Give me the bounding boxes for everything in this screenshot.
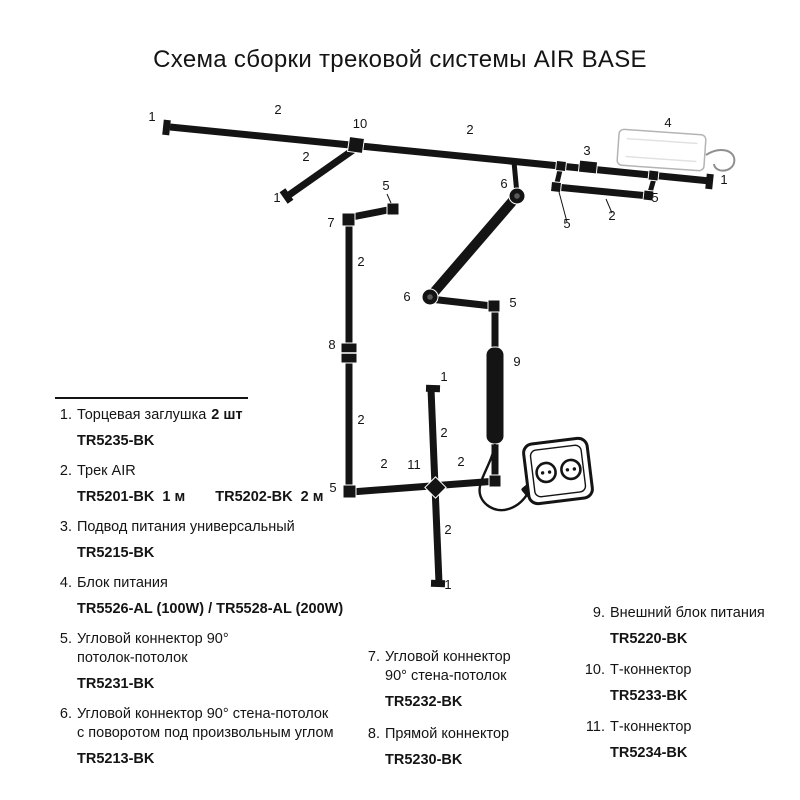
page-title: Схема сборки трековой системы AIR BASE xyxy=(153,46,647,73)
legend-item-5: 5. Угловой коннектор 90° потолок-потолок… xyxy=(55,630,375,694)
cross-connector-icon xyxy=(424,476,447,499)
callout-6: 6 xyxy=(403,289,410,304)
straight-connector-icon xyxy=(340,342,358,364)
power-feed-icon xyxy=(577,159,599,175)
item-name: Трек AIR xyxy=(77,463,136,479)
callout-2: 2 xyxy=(274,102,281,117)
item-number: 9. xyxy=(592,605,605,621)
item-number: 4. xyxy=(59,575,72,591)
item-number: 8. xyxy=(367,726,380,742)
legend-column-left: 1. Торцевая заглушка 2 шт TR5235-BK 2. Т… xyxy=(55,406,375,780)
item-number: 5. xyxy=(59,631,72,647)
diagonal-branch-track xyxy=(286,145,359,198)
wall-outlet xyxy=(522,436,594,506)
item-name: Блок питания xyxy=(77,575,168,591)
item-name: Угловой коннектор 90° потолок-потолок xyxy=(77,631,229,666)
item-number: 3. xyxy=(59,519,72,535)
legend-item-4: 4. Блок питания TR5526-AL (100W) / TR552… xyxy=(55,574,375,619)
item-code: TR5213-BK xyxy=(77,751,155,767)
callout-5: 5 xyxy=(329,480,336,495)
item-name: Торцевая заглушка xyxy=(77,407,207,423)
item-code-2m: TR5202-BK 2 м xyxy=(215,489,324,505)
legend-item-7: 7. Угловой коннектор 90° стена-потолок T… xyxy=(363,648,578,712)
item-number: 2. xyxy=(59,463,72,479)
legend-column-right: 9. Внешний блок питания TR5220-BK 10. Т-… xyxy=(583,604,788,775)
callout-1: 1 xyxy=(273,190,280,205)
item-number: 1. xyxy=(59,407,72,423)
swivel-joint-icons xyxy=(421,187,526,306)
callout-2: 2 xyxy=(466,122,473,137)
item-code-1m: TR5201-BK 1 м xyxy=(77,489,186,505)
item-code: TR5220-BK xyxy=(610,631,688,647)
item-code: TR5234-BK xyxy=(610,745,688,761)
callout-4: 4 xyxy=(664,115,671,130)
driver-box xyxy=(616,128,707,172)
item-name: Т-коннектор xyxy=(610,719,692,735)
item-name: Прямой коннектор xyxy=(385,726,510,742)
item-code: TR5230-BK xyxy=(385,752,463,768)
legend-item-3: 3. Подвод питания универсальный TR5215-B… xyxy=(55,518,375,563)
ceiling-track xyxy=(169,123,711,185)
callout-9: 9 xyxy=(513,354,520,369)
item-name: Угловой коннектор 90° стена-потолок xyxy=(385,649,511,684)
item-name: Т-коннектор xyxy=(610,662,692,678)
callout-6: 6 xyxy=(500,176,507,191)
callout-1: 1 xyxy=(444,577,451,592)
end-cap-icons xyxy=(162,119,714,588)
leader-lines xyxy=(386,191,613,223)
legend-item-1: 1. Торцевая заглушка 2 шт TR5235-BK xyxy=(55,406,375,451)
callout-1: 1 xyxy=(148,109,155,124)
legend-item-11: 11. Т-коннектор TR5234-BK xyxy=(583,718,788,763)
callout-2: 2 xyxy=(380,456,387,471)
callout-8: 8 xyxy=(328,337,335,352)
callout-11: 11 xyxy=(407,457,421,472)
driver-cord xyxy=(705,148,736,172)
item-name: Подвод питания универсальный xyxy=(77,519,295,535)
item-number: 11. xyxy=(585,719,605,735)
item-code: TR5235-BK xyxy=(77,433,155,449)
item-name: Угловой коннектор 90° стена-потолок с по… xyxy=(77,706,334,741)
legend-item-9: 9. Внешний блок питания TR5220-BK xyxy=(583,604,788,649)
legend-item-6: 6. Угловой коннектор 90° стена-потолок с… xyxy=(55,705,375,769)
callout-3: 3 xyxy=(583,143,590,158)
callout-10: 10 xyxy=(353,116,367,131)
callout-5: 5 xyxy=(651,190,658,205)
item-code: TR5201-BK 1 м TR5202-BK 2 м xyxy=(77,488,375,507)
item-code: TR5233-BK xyxy=(610,688,688,704)
item-number: 6. xyxy=(59,706,72,722)
callout-2: 2 xyxy=(608,208,615,223)
callout-5: 5 xyxy=(509,295,516,310)
callout-2: 2 xyxy=(457,454,464,469)
callout-2: 2 xyxy=(444,522,451,537)
item-code: TR5232-BK xyxy=(385,694,463,710)
callout-1: 1 xyxy=(720,172,727,187)
item-number: 7. xyxy=(367,649,380,665)
callout-2: 2 xyxy=(440,425,447,440)
item-number: 10. xyxy=(584,662,605,678)
callout-7: 7 xyxy=(327,215,334,230)
power-cord xyxy=(478,443,530,512)
callout-5: 5 xyxy=(382,178,389,193)
callout-5: 5 xyxy=(563,216,570,231)
callout-2: 2 xyxy=(357,412,364,427)
item-qty: 2 шт xyxy=(211,407,243,423)
item-code: TR5526-AL (100W) / TR5528-AL (200W) xyxy=(77,601,344,617)
item-code: TR5231-BK xyxy=(77,676,155,692)
external-driver-box xyxy=(485,346,505,445)
legend-item-10: 10. Т-коннектор TR5233-BK xyxy=(583,661,788,706)
legend-item-8: 8. Прямой коннектор TR5230-BK xyxy=(363,725,578,770)
callout-2: 2 xyxy=(357,254,364,269)
callout-1: 1 xyxy=(440,369,447,384)
legend-column-middle: 7. Угловой коннектор 90° стена-потолок T… xyxy=(363,648,578,783)
legend-item-2: 2. Трек AIR TR5201-BK 1 м TR5202-BK 2 м xyxy=(55,462,375,507)
t-connector-icon xyxy=(346,135,366,155)
item-code: TR5215-BK xyxy=(77,545,155,561)
callout-2: 2 xyxy=(302,149,309,164)
legend-divider xyxy=(55,397,248,399)
corner-connector-icons xyxy=(341,159,660,499)
item-name: Внешний блок питания xyxy=(610,605,765,621)
